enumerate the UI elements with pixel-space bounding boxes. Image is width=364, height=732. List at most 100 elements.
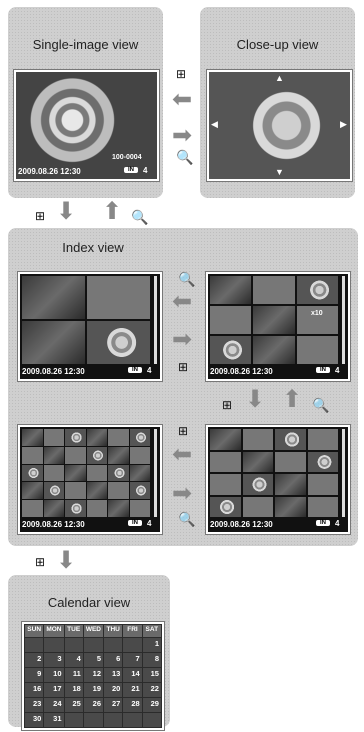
calendar-date-cell[interactable]: 10 xyxy=(44,668,63,682)
thumbnail xyxy=(87,465,108,482)
thumbnail xyxy=(243,429,274,450)
thumbnail xyxy=(243,474,274,495)
thumbnail xyxy=(108,429,129,446)
calendar-date-cell[interactable]: 31 xyxy=(44,713,63,727)
calendar-date-cell[interactable]: 13 xyxy=(104,668,122,682)
thumbnail xyxy=(108,465,129,482)
calendar-date-cell[interactable]: 14 xyxy=(123,668,141,682)
thumbnail xyxy=(44,447,65,464)
image-count: 4 xyxy=(335,519,339,528)
calendar-date-cell[interactable]: 17 xyxy=(44,683,63,697)
memory-badge: IN xyxy=(316,367,330,373)
thumbnail-grid xyxy=(210,276,338,364)
thumbnail xyxy=(275,452,306,473)
calendar-date-cell[interactable] xyxy=(65,638,83,652)
thumbnail xyxy=(22,429,43,446)
calendar-date-cell[interactable]: 21 xyxy=(123,683,141,697)
thumbnail xyxy=(87,500,108,517)
calendar-date-cell[interactable]: 23 xyxy=(25,698,43,712)
calendar-date-cell[interactable] xyxy=(65,713,83,727)
calendar-date-cell[interactable]: 18 xyxy=(65,683,83,697)
thumbnail xyxy=(44,429,65,446)
calendar-date-cell[interactable]: 3 xyxy=(44,653,63,667)
calendar-date-cell[interactable]: 28 xyxy=(123,698,141,712)
calendar-date-cell[interactable]: 19 xyxy=(84,683,103,697)
image-count: 4 xyxy=(147,519,151,528)
calendar-date-cell[interactable] xyxy=(25,638,43,652)
arrow-right-icon: ➡ xyxy=(172,482,192,506)
thumbnail xyxy=(308,474,339,495)
thumbnail xyxy=(108,482,129,499)
calendar-day-header: SAT xyxy=(143,625,161,637)
thumbnail xyxy=(130,500,151,517)
thumbnail xyxy=(297,336,338,364)
calendar-date-cell[interactable]: 27 xyxy=(104,698,122,712)
closeup-panel: Close-up view ▲ ▼ ◀ ▶ xyxy=(200,7,355,198)
thumbnail xyxy=(108,447,129,464)
calendar-date-cell[interactable]: 25 xyxy=(65,698,83,712)
index-30-screen: 2009.08.26 12:30 IN 4 xyxy=(18,425,162,534)
calendar-date-cell[interactable]: 1 xyxy=(143,638,161,652)
thumbnail xyxy=(44,465,65,482)
calendar-date-cell[interactable]: 29 xyxy=(143,698,161,712)
index-title: Index view xyxy=(0,240,358,255)
calendar-date-cell[interactable]: 5 xyxy=(84,653,103,667)
calendar-date-cell[interactable] xyxy=(44,638,63,652)
thumbnail xyxy=(308,497,339,518)
zoom-out-icon: ⊞ xyxy=(35,210,45,222)
calendar-date-cell[interactable]: 15 xyxy=(143,668,161,682)
index-9-screen: x10 2009.08.26 12:30 IN 4 xyxy=(206,272,350,381)
calendar-date-cell[interactable] xyxy=(104,638,122,652)
calendar-date-cell[interactable] xyxy=(84,638,103,652)
calendar-date-cell[interactable]: 26 xyxy=(84,698,103,712)
arrow-left-icon: ⬅ xyxy=(172,290,192,314)
image-count: 4 xyxy=(335,366,339,375)
thumbnail xyxy=(243,497,274,518)
calendar-date-cell[interactable]: 4 xyxy=(65,653,83,667)
thumbnail xyxy=(108,500,129,517)
thumbnail xyxy=(22,276,85,319)
thumbnail xyxy=(65,447,86,464)
thumbnail xyxy=(210,474,241,495)
calendar-date-cell[interactable] xyxy=(123,713,141,727)
thumbnail xyxy=(65,465,86,482)
thumbnail xyxy=(87,321,150,364)
calendar-day-header: THU xyxy=(104,625,122,637)
scrollbar xyxy=(154,276,157,364)
thumbnail xyxy=(275,429,306,450)
arrow-right-icon: ➡ xyxy=(172,124,192,148)
calendar-date-cell[interactable]: 9 xyxy=(25,668,43,682)
zoom-in-icon: 🔍 xyxy=(178,272,195,286)
calendar-date-cell[interactable]: 24 xyxy=(44,698,63,712)
datetime-label: 2009.08.26 12:30 xyxy=(210,520,273,529)
calendar-date-cell[interactable]: 16 xyxy=(25,683,43,697)
calendar-date-cell[interactable]: 8 xyxy=(143,653,161,667)
image-count: 4 xyxy=(143,166,147,175)
calendar-date-cell[interactable]: 30 xyxy=(25,713,43,727)
zoom-in-icon: 🔍 xyxy=(131,210,148,224)
calendar-date-cell[interactable]: 2 xyxy=(25,653,43,667)
thumbnail xyxy=(22,321,85,364)
arrow-down-icon: ⬇ xyxy=(56,200,76,224)
calendar-date-cell[interactable]: 12 xyxy=(84,668,103,682)
zoom-in-icon: 🔍 xyxy=(312,398,329,412)
calendar-date-cell[interactable]: 7 xyxy=(123,653,141,667)
thumbnail xyxy=(22,465,43,482)
calendar-date-cell[interactable]: 20 xyxy=(104,683,122,697)
calendar-date-cell[interactable] xyxy=(123,638,141,652)
calendar-day-header: TUE xyxy=(65,625,83,637)
calendar-date-cell[interactable]: 22 xyxy=(143,683,161,697)
thumbnail xyxy=(243,452,274,473)
calendar-day-header: SUN xyxy=(25,625,43,637)
datetime-label: 2009.08.26 12:30 xyxy=(22,367,85,376)
single-image-title: Single-image view xyxy=(8,37,163,52)
calendar-date-cell[interactable] xyxy=(104,713,122,727)
calendar-date-cell[interactable]: 11 xyxy=(65,668,83,682)
calendar-day-header: FRI xyxy=(123,625,141,637)
thumbnail xyxy=(253,276,294,304)
calendar-date-cell[interactable] xyxy=(143,713,161,727)
calendar-date-cell[interactable] xyxy=(84,713,103,727)
calendar-date-cell[interactable]: 6 xyxy=(104,653,122,667)
arrow-up-icon: ⬆ xyxy=(282,388,302,412)
